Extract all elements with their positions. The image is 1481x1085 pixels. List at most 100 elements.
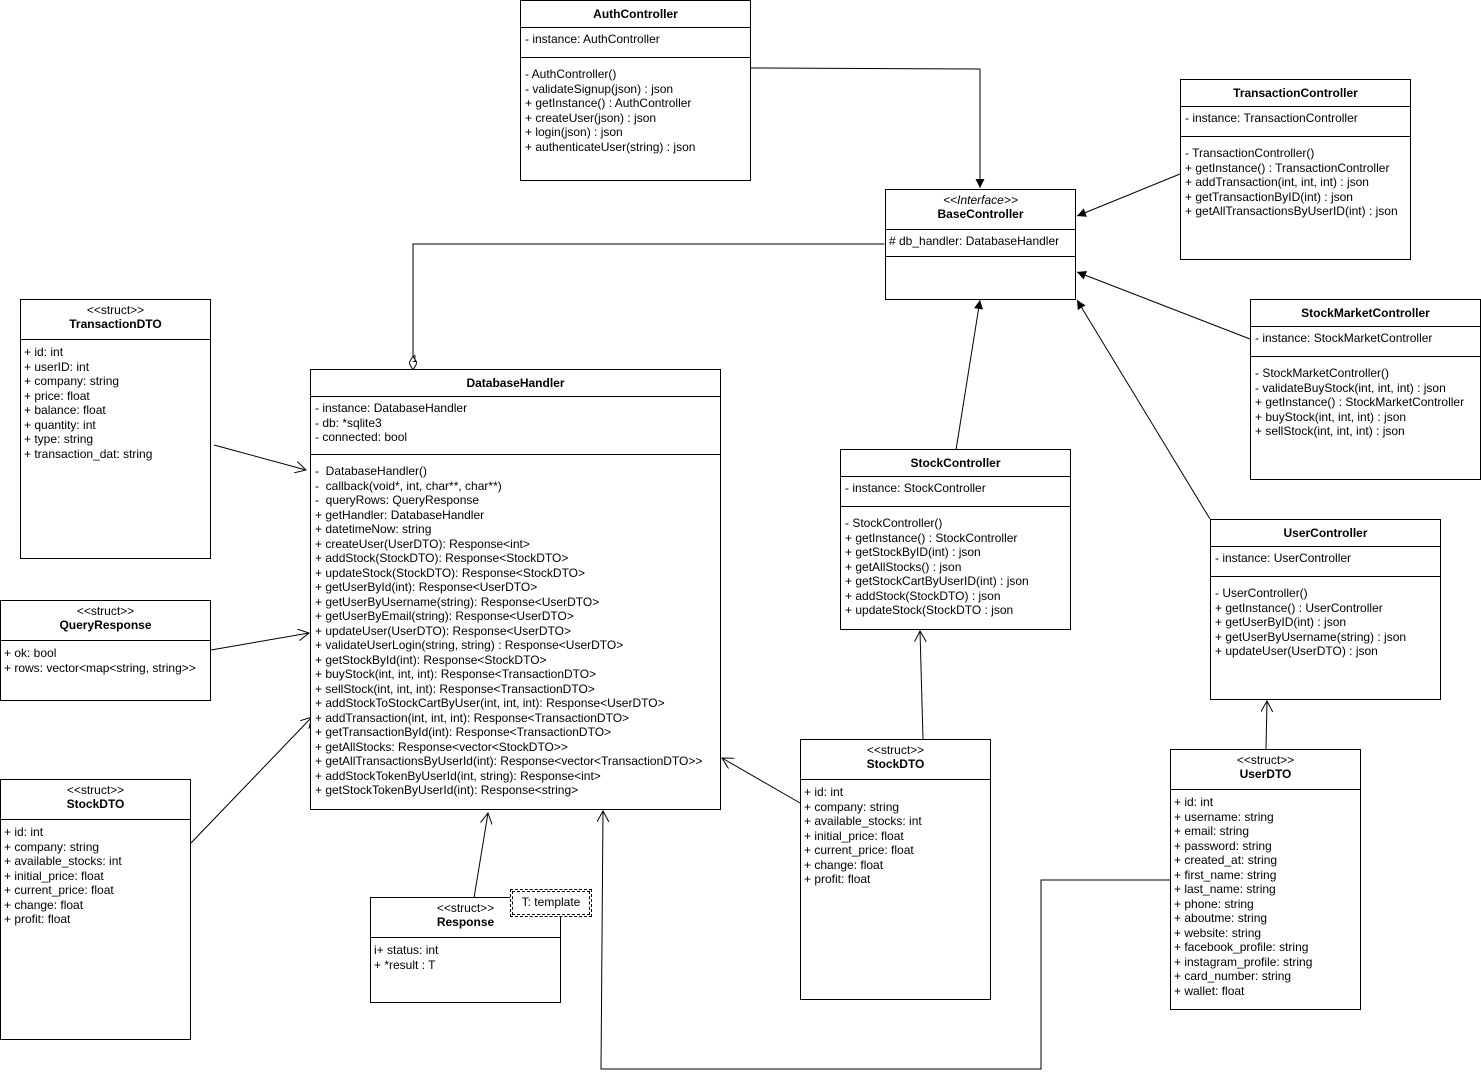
member-line: + addTransaction(int, int, int): Respons…: [315, 710, 630, 725]
member-line: + createUser(json) : json: [525, 110, 657, 125]
member-line: + id: int: [24, 345, 64, 359]
member-line: + initial_price: float: [804, 828, 904, 843]
member-line: + change: float: [4, 897, 84, 912]
attributes-section: - instance: StockMarketController: [1251, 327, 1480, 357]
member-line: + transaction_dat: string: [24, 446, 153, 461]
member-line: + type: string: [24, 432, 94, 446]
member-line: - validateBuyStock(int, int, int) : json: [1255, 380, 1446, 395]
member-line: + validateUserLogin(string, string) : Re…: [315, 638, 624, 652]
class-name: AuthController: [593, 7, 678, 21]
attributes-section: + id: int+ userID: int+ company: string +…: [21, 340, 210, 461]
member-line: + addStock(StockDTO) : json: [845, 588, 1001, 603]
member-line: + getInstance() : TransactionController: [1185, 160, 1390, 175]
class-name: StockMarketController: [1301, 306, 1430, 320]
member-line: + addTransaction(int, int, int) : json: [1185, 175, 1369, 189]
member-line: + buyStock(int, int, int): Response<Tran…: [315, 667, 597, 681]
class-name: StockDTO: [66, 797, 125, 811]
member-line: + profit: float: [804, 872, 871, 886]
member-line: + updateUser(UserDTO) : json: [1215, 644, 1378, 658]
user-controller-to-base-arrow: [1076, 299, 1211, 520]
member-line: + company: string: [4, 839, 100, 854]
member-line: + getUserByEmail(string): Response<UserD…: [315, 609, 574, 623]
member-line: - instance: StockMarketController: [1255, 331, 1433, 345]
member-line: + getStockByID(int) : json: [845, 545, 981, 559]
query-response-struct[interactable]: <<struct>> QueryResponse + ok: bool+ row…: [0, 600, 211, 701]
attributes-section: - instance: AuthController: [521, 28, 750, 58]
member-line: + userID: int: [24, 359, 90, 374]
class-name: BaseController: [937, 207, 1024, 221]
member-line: + getStockTokenByUserId(int): Response<s…: [315, 783, 579, 797]
member-line: + profit: float: [4, 912, 71, 926]
member-line: + getStockCartByUserID(int) : json: [845, 574, 1029, 588]
methods-section: - DatabaseHandler()- callback(void*, int…: [311, 455, 720, 798]
member-line: + instagram_profile: string: [1174, 954, 1313, 969]
member-line: + updateUser(UserDTO): Response<UserDTO>: [315, 623, 571, 638]
dbhandler-aggregation-to-base: [413, 244, 884, 356]
base-controller-interface[interactable]: <<Interface>> BaseController # db_handle…: [885, 189, 1076, 300]
member-line: + getInstance() : UserController: [1215, 600, 1383, 615]
member-line: + addStock(StockDTO): Response<StockDTO>: [315, 551, 569, 565]
class-name: UserController: [1283, 526, 1368, 540]
class-name: QueryResponse: [59, 618, 152, 632]
user-controller-class[interactable]: UserController - instance: UserControlle…: [1210, 519, 1441, 700]
member-line: + getStockById(int): Response<StockDTO>: [315, 652, 547, 667]
auth-controller-class[interactable]: AuthController - instance: AuthControlle…: [520, 0, 751, 181]
user-dto-struct[interactable]: <<struct>> UserDTO + id: int+ username: …: [1170, 749, 1361, 1010]
multiplicity-label: 1: [412, 354, 418, 365]
member-line: + getUserByUsername(string) : json: [1215, 629, 1407, 644]
member-line: - instance: StockController: [845, 481, 986, 495]
transaction-controller-to-base-arrow: [1076, 173, 1181, 217]
methods-section: - StockMarketController()- validateBuySt…: [1251, 357, 1480, 439]
member-line: + getInstance() : StockMarketController: [1255, 395, 1465, 409]
response-to-dbhandler-arrow: [473, 813, 488, 899]
stock-market-controller-class[interactable]: StockMarketController - instance: StockM…: [1250, 299, 1481, 480]
member-line: + getInstance() : StockController: [845, 530, 1018, 545]
member-line: + password: string: [1174, 838, 1272, 853]
member-line: + getAllTransactionsByUserId(int): Respo…: [315, 754, 703, 768]
class-name: TransactionDTO: [69, 317, 162, 331]
member-line: + sellStock(int, int, int) : json: [1255, 424, 1405, 438]
member-line: + id: int: [804, 785, 844, 799]
member-line: + phone: string: [1174, 896, 1254, 911]
template-parameter-box: T: template: [510, 889, 592, 917]
member-line: + getAllTransactionsByUserID(int) : json: [1185, 204, 1398, 218]
stock-dto-struct-right[interactable]: <<struct>> StockDTO + id: int+ company: …: [800, 739, 991, 1000]
auth-to-base-arrow: [749, 67, 985, 188]
methods-section: - AuthController()- validateSignup(json)…: [521, 58, 750, 154]
member-line: - UserController(): [1215, 586, 1308, 600]
member-line: + getAllStocks: Response<vector<StockDTO…: [315, 739, 568, 754]
transaction-controller-class[interactable]: TransactionController - instance: Transa…: [1180, 79, 1411, 260]
member-line: + available_stocks: int: [4, 854, 122, 868]
member-line: + getTransactionByID(int) : json: [1185, 189, 1353, 204]
member-line: + facebook_profile: string: [1174, 940, 1309, 954]
attributes-section: # db_handler: DatabaseHandler: [886, 230, 1075, 257]
member-line: - AuthController(): [525, 67, 617, 81]
member-line: + getHandler: DatabaseHandler: [315, 507, 485, 522]
member-line: + id: int: [4, 825, 44, 839]
member-line: + first_name: string: [1174, 867, 1277, 882]
member-line: i+ status: int: [374, 943, 439, 957]
member-line: + balance: float: [24, 403, 106, 417]
member-line: + change: float: [804, 857, 884, 872]
member-line: + datetimeNow: string: [315, 522, 432, 536]
member-line: - instance: AuthController: [525, 32, 660, 46]
member-line: + getTransactionById(int): Response<Tran…: [315, 725, 612, 739]
member-line: + company: string: [24, 374, 120, 388]
stereotype-label: <<Interface>>: [943, 193, 1018, 207]
class-name: UserDTO: [1239, 767, 1292, 781]
member-line: + addStockTokenByUserId(int, string): Re…: [315, 768, 601, 783]
member-line: + login(json) : json: [525, 125, 623, 139]
stereotype-label: <<struct>>: [1236, 753, 1295, 767]
member-line: + updateStock(StockDTO): Response<StockD…: [315, 565, 586, 580]
database-handler-class[interactable]: DatabaseHandler - instance: DatabaseHand…: [310, 369, 721, 810]
member-line: - validateSignup(json) : json: [525, 81, 674, 96]
stock-controller-to-base-arrow: [955, 299, 984, 451]
member-line: - queryRows: QueryResponse: [315, 493, 480, 507]
transaction-dto-struct[interactable]: <<struct>> TransactionDTO + id: int+ use…: [20, 299, 211, 559]
stock-dto-struct-left[interactable]: <<struct>> StockDTO + id: int+ company: …: [0, 779, 191, 1040]
attributes-section: + id: int+ company: string+ available_st…: [1, 820, 190, 927]
member-line: - instance: UserController: [1215, 551, 1352, 565]
member-line: + card_number: string: [1174, 969, 1292, 983]
member-line: + website: string: [1174, 925, 1262, 940]
stock-controller-class[interactable]: StockController - instance: StockControl…: [840, 449, 1071, 630]
